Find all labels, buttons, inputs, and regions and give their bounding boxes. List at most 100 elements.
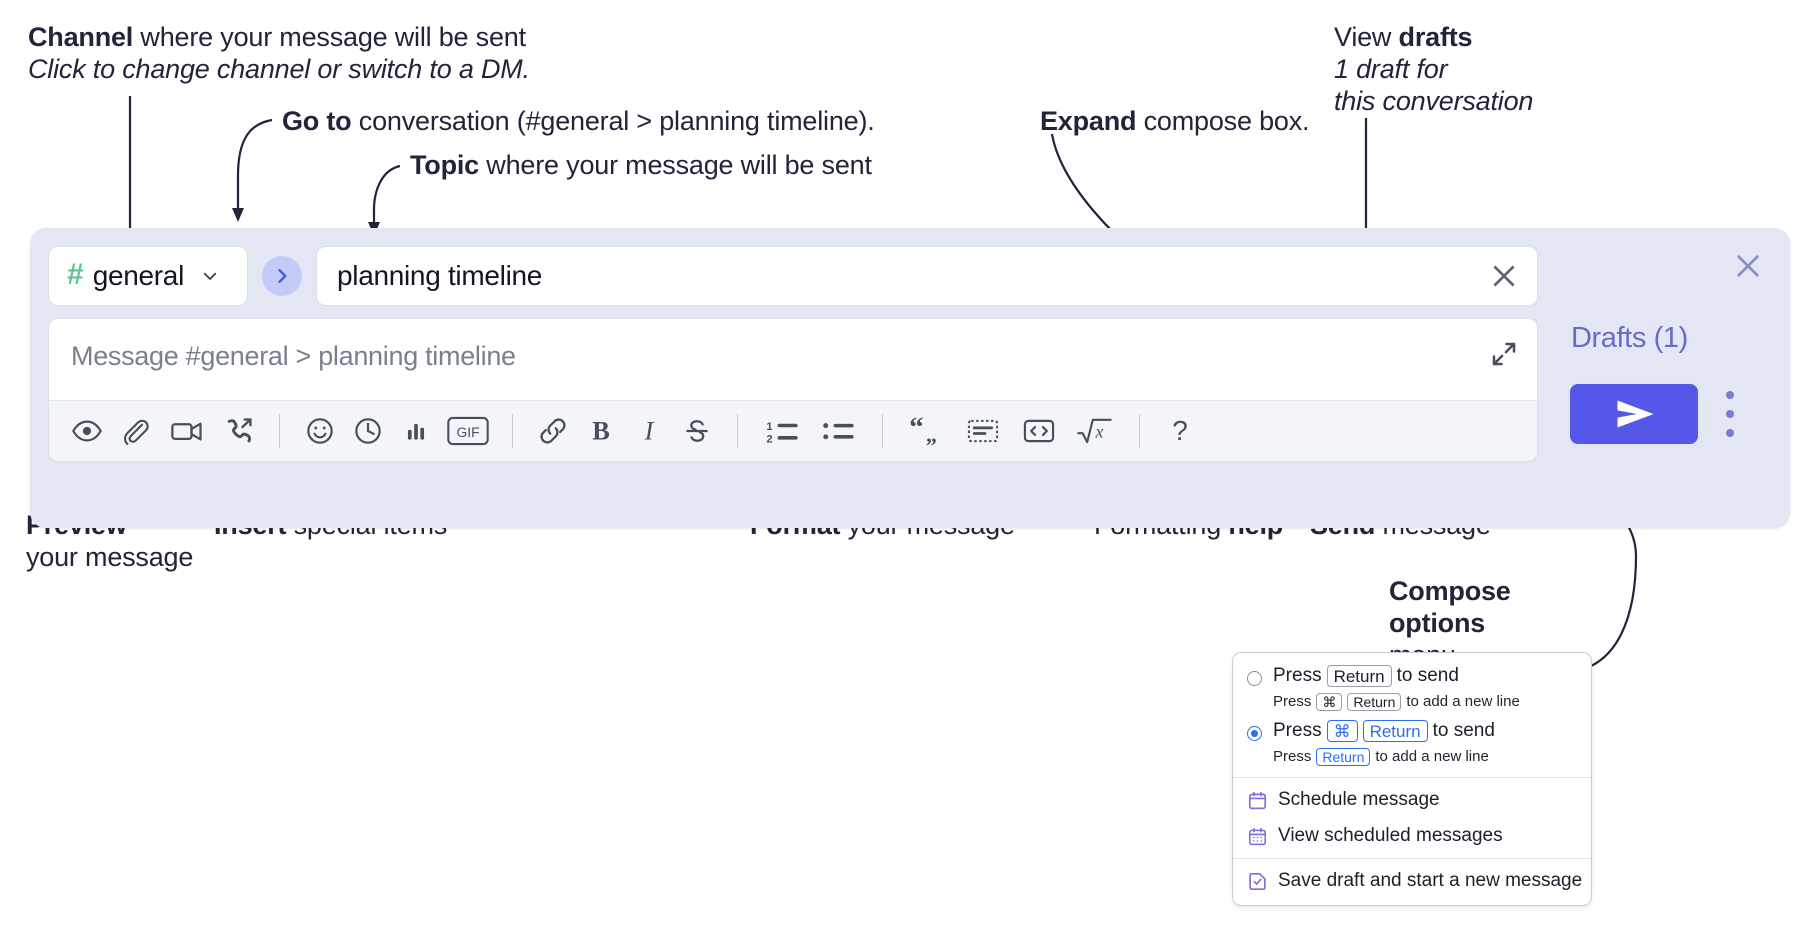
annotation-preview-line2: your message (26, 541, 194, 572)
blockquote-icon[interactable]: “ „ (899, 407, 955, 455)
help-question-mark: ? (1172, 415, 1188, 446)
send-option-cmd-return-line1: Press ⌘ Return to send (1273, 720, 1495, 742)
link-icon[interactable] (529, 407, 577, 455)
channel-selector[interactable]: # general (48, 246, 248, 306)
compose-options-button[interactable] (1720, 391, 1740, 437)
drafts-link[interactable]: Drafts (1) (1571, 322, 1688, 354)
press-label: Press (1273, 693, 1312, 710)
close-icon[interactable] (1732, 250, 1764, 282)
annotation-drafts-pre: View (1334, 22, 1399, 52)
to-send-label: to send (1396, 665, 1459, 686)
message-placeholder: Message #general > planning timeline (71, 341, 516, 371)
send-paper-plane-icon (1617, 400, 1654, 428)
code-block-icon[interactable] (955, 407, 1011, 455)
kebab-dot (1726, 429, 1734, 437)
topic-input[interactable]: planning timeline (316, 246, 1538, 306)
annotation-drafts-line2: 1 draft for (1334, 53, 1448, 84)
compose-inner: # general planning timeline (48, 246, 1538, 462)
newline-label: to add a new line (1375, 748, 1489, 765)
svg-text:I: I (644, 417, 655, 446)
annotation-compose-options-line2: options (1389, 607, 1486, 638)
annotation-drafts: View drafts 1 draft for this conversatio… (1334, 22, 1533, 118)
svg-text:“: “ (909, 415, 923, 444)
compose-options-menu: Press Return to send Press ⌘ Return to a… (1232, 652, 1592, 906)
menu-schedule-group: Schedule message (1233, 778, 1591, 858)
goto-conversation-button[interactable] (262, 256, 302, 296)
annotation-channel-rest: where your message will be sent (133, 22, 526, 52)
annotation-expand-rest: compose box. (1136, 106, 1310, 136)
compose-header-row: # general planning timeline (48, 246, 1538, 306)
key-command: ⌘ (1316, 693, 1343, 711)
menu-item-view-scheduled-messages[interactable]: View scheduled messages (1233, 818, 1591, 854)
ordered-list-icon[interactable]: 1 2 (754, 407, 810, 455)
formatting-toolbar: GIF B I (48, 400, 1538, 462)
press-label: Press (1273, 720, 1322, 741)
compose-right-panel: Drafts (1) (1550, 228, 1790, 528)
toolbar-separator (882, 414, 883, 448)
key-return: Return (1326, 665, 1392, 687)
emoji-icon[interactable] (296, 407, 344, 455)
menu-item-label: Schedule message (1278, 789, 1440, 810)
save-draft-icon (1247, 871, 1268, 892)
annotation-topic: Topic where your message will be sent (410, 150, 872, 182)
send-button[interactable] (1570, 384, 1698, 444)
annotation-channel: Channel where your message will be sent … (28, 22, 530, 86)
annotation-topic-bold: Topic (410, 150, 479, 180)
send-shortcut-options: Press Return to send Press ⌘ Return to a… (1233, 653, 1591, 777)
menu-item-schedule-message[interactable]: Schedule message (1233, 782, 1591, 818)
send-option-cmd-return[interactable]: Press ⌘ Return to send (1233, 718, 1591, 742)
topic-value: planning timeline (337, 260, 543, 291)
press-label: Press (1273, 748, 1312, 765)
help-icon[interactable]: ? (1156, 407, 1204, 455)
chevron-down-icon (201, 267, 219, 285)
newline-label: to add a new line (1406, 693, 1520, 710)
bold-icon[interactable]: B (577, 407, 625, 455)
menu-item-label: View scheduled messages (1278, 825, 1503, 846)
kebab-dot (1726, 391, 1734, 399)
inline-code-icon[interactable] (1011, 407, 1067, 455)
annotation-expand: Expand compose box. (1040, 106, 1310, 138)
message-input[interactable]: Message #general > planning timeline (48, 318, 1538, 400)
annotation-expand-bold: Expand (1040, 106, 1137, 136)
radio-selected-icon[interactable] (1247, 726, 1262, 741)
annotation-topic-rest: where your message will be sent (479, 150, 872, 180)
annotation-channel-sub: Click to change channel or switch to a D… (28, 53, 530, 84)
annotation-goto-rest: conversation (#general > planning timeli… (351, 106, 875, 136)
preview-icon[interactable] (63, 407, 111, 455)
annotation-drafts-bold: drafts (1398, 22, 1473, 52)
video-camera-icon[interactable] (159, 407, 215, 455)
annotation-channel-bold: Channel (28, 22, 134, 52)
radio-unselected-icon[interactable] (1247, 671, 1262, 686)
menu-divider (1233, 858, 1591, 859)
menu-item-save-draft[interactable]: Save draft and start a new message (1233, 863, 1591, 899)
compose-box: # general planning timeline (30, 228, 1790, 528)
attachment-icon[interactable] (111, 407, 159, 455)
send-option-return[interactable]: Press Return to send (1233, 663, 1591, 687)
italic-icon[interactable]: I (625, 407, 673, 455)
svg-text:„: „ (926, 422, 937, 447)
to-send-label: to send (1432, 720, 1495, 741)
press-label: Press (1273, 665, 1322, 686)
svg-text:x: x (1095, 422, 1104, 442)
expand-diagonal-icon[interactable] (1489, 339, 1519, 369)
key-command: ⌘ (1326, 720, 1358, 742)
bar-chart-icon[interactable] (392, 407, 440, 455)
phone-forward-icon[interactable] (215, 407, 263, 455)
annotation-goto-bold: Go to (282, 106, 352, 136)
close-icon[interactable] (1489, 261, 1519, 291)
strikethrough-icon[interactable] (673, 407, 721, 455)
menu-divider (1233, 777, 1591, 778)
key-return: Return (1362, 720, 1428, 742)
annotation-compose-options-line1: Compose (1389, 576, 1511, 606)
svg-text:1: 1 (766, 421, 772, 433)
math-icon[interactable]: x (1067, 407, 1123, 455)
send-option-return-line1: Press Return to send (1273, 665, 1459, 687)
svg-text:GIF: GIF (457, 424, 480, 440)
bulleted-list-icon[interactable] (810, 407, 866, 455)
gif-icon[interactable]: GIF (440, 407, 496, 455)
toolbar-separator (512, 414, 513, 448)
toolbar-separator (1139, 414, 1140, 448)
clock-icon[interactable] (344, 407, 392, 455)
key-return: Return (1347, 693, 1402, 711)
